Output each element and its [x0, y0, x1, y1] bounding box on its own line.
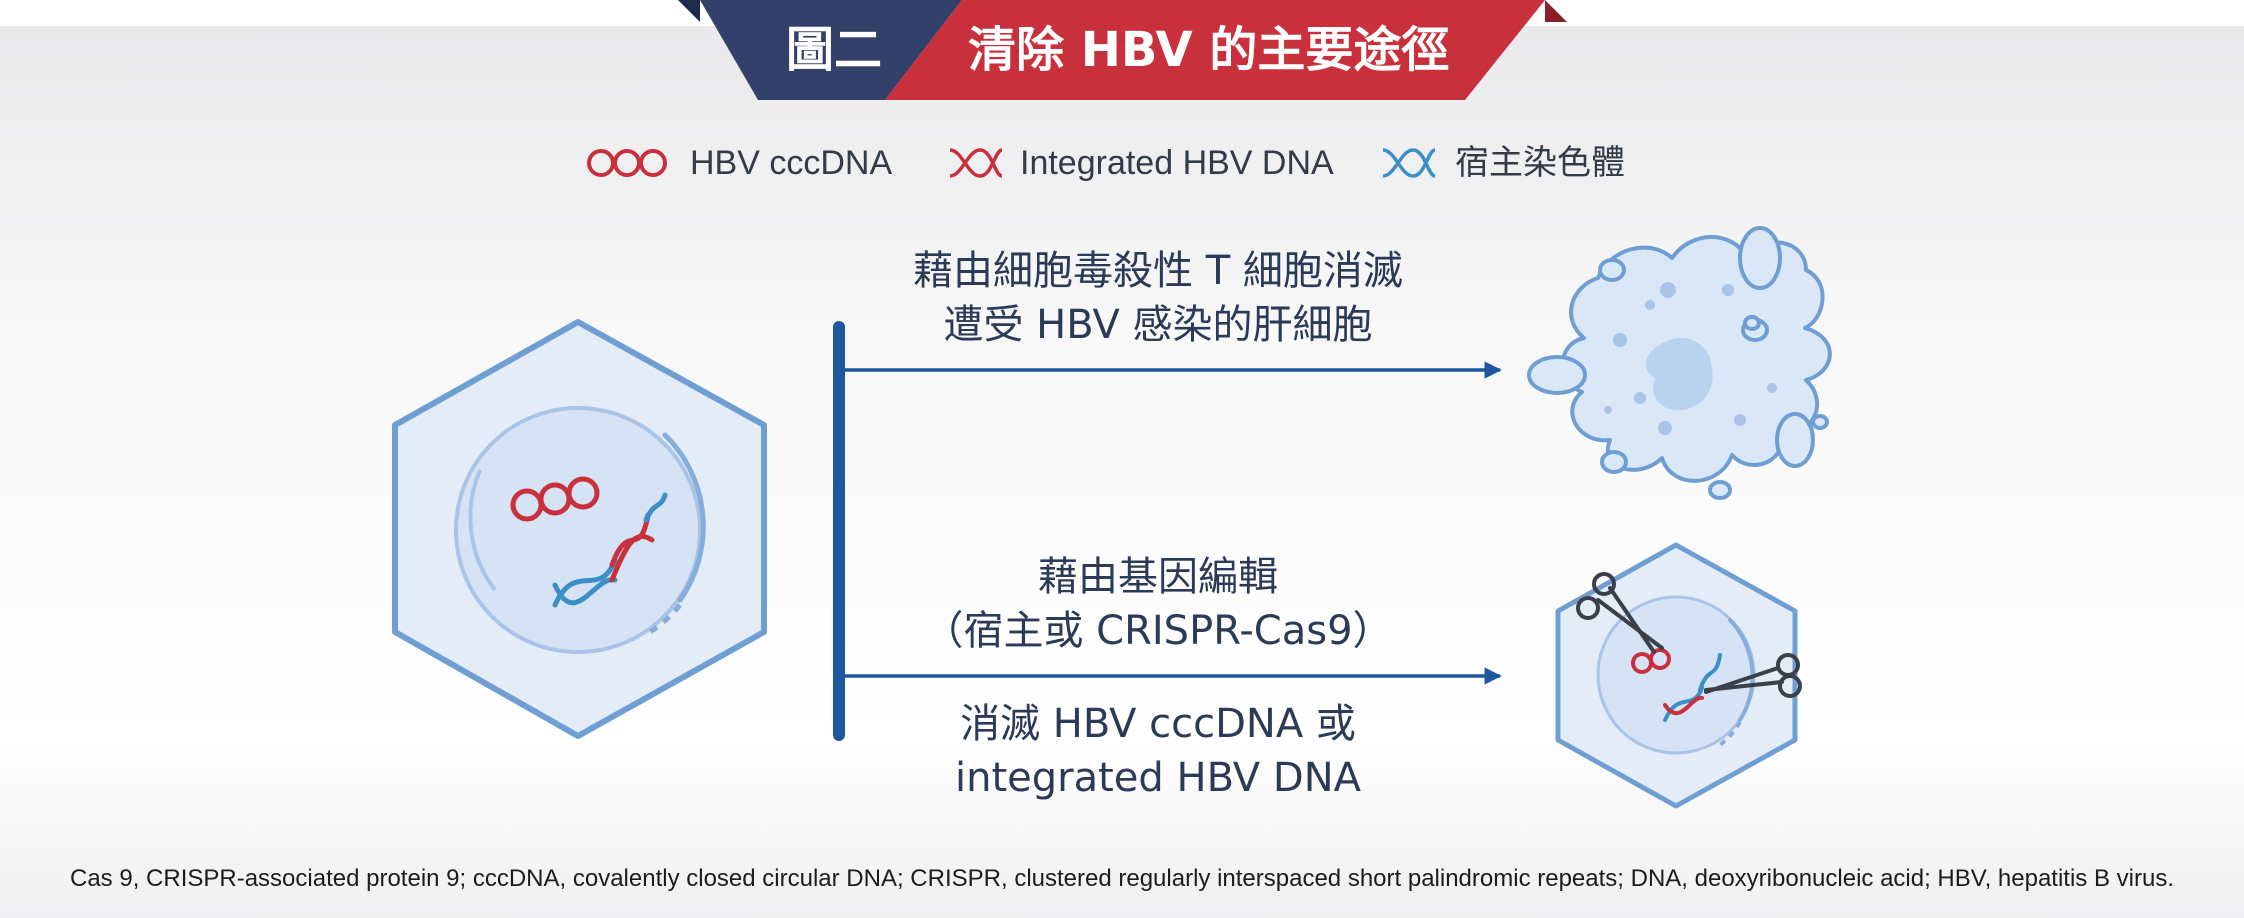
legend-label-host-chromosome: 宿主染色體: [1455, 143, 1625, 183]
lower-pathway-below-line2: integrated HBV DNA: [955, 755, 1361, 801]
banner-left-segment: [700, 0, 962, 100]
gene-edited-hepatocyte: [1555, 542, 1802, 809]
lower-pathway-above-line2: （宿主或 CRISPR-Cas9）: [923, 608, 1393, 654]
scissors-icon: [1576, 572, 1664, 654]
integrated-dna-mark-small: [1663, 653, 1722, 722]
title-banner: [678, 0, 1567, 100]
nucleus: [454, 406, 702, 654]
infected-hepatocyte: [392, 319, 767, 739]
helix-blue-icon: [1382, 148, 1436, 178]
figure-label: 圖二: [786, 22, 883, 78]
lower-pathway-above-line1: 藉由基因編輯: [1038, 554, 1278, 600]
helix-red-icon: [949, 148, 1003, 178]
lower-pathway-below-line1: 消滅 HBV cccDNA 或: [960, 701, 1356, 747]
upper-pathway-line2: 遭受 HBV 感染的肝細胞: [943, 302, 1373, 348]
legend-label-cccdna: HBV cccDNA: [690, 144, 893, 182]
footnote: Cas 9, CRISPR-associated protein 9; cccD…: [70, 865, 2174, 892]
figure-title: 清除 HBV 的主要途徑: [968, 22, 1450, 78]
cccdna-mark: [510, 476, 600, 522]
lysed-cell: [1527, 226, 1832, 500]
scissors-icon-right: [1704, 653, 1802, 698]
circular-dna-icon: [587, 149, 667, 177]
cccdna-mark-small: [1631, 648, 1671, 674]
legend-label-integrated: Integrated HBV DNA: [1020, 144, 1334, 182]
integrated-dna-mark: [552, 492, 668, 608]
banner-right-segment: [885, 0, 1545, 100]
banner-fold-right: [1545, 0, 1567, 22]
banner-fold-left: [678, 0, 700, 22]
background-gradient: [0, 26, 2244, 918]
upper-pathway-line1: 藉由細胞毒殺性 T 細胞消滅: [913, 248, 1403, 294]
